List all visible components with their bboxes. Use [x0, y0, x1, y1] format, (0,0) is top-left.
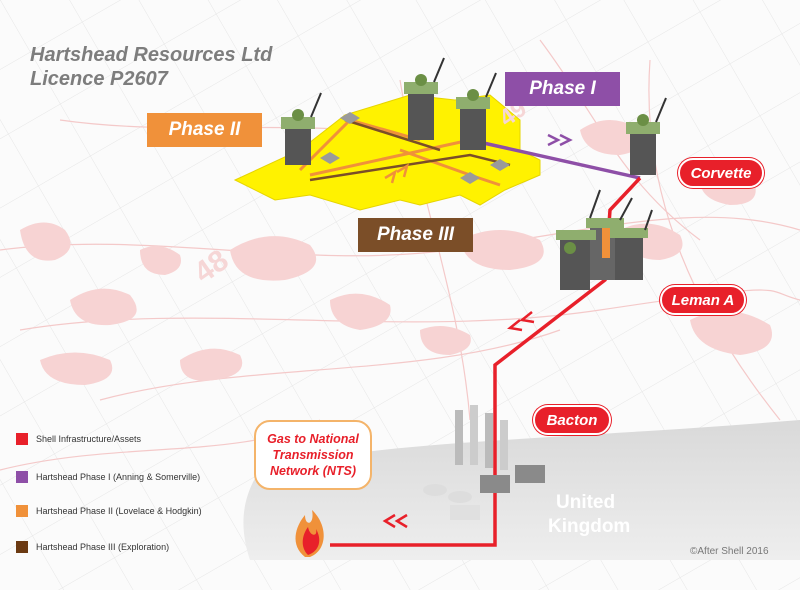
legend-swatch-shell [16, 433, 28, 445]
shell-pipeline [330, 176, 642, 547]
nts-callout: Gas to National Transmission Network (NT… [254, 420, 372, 490]
legend-label: Shell Infrastructure/Assets [36, 434, 142, 444]
phase2-flow-arrows [384, 163, 410, 184]
phase1-flow-arrows [547, 133, 573, 147]
legend-label: Hartshead Phase I (Anning & Somerville) [36, 472, 201, 482]
subsea-wellhead-icon [320, 112, 510, 184]
company-name: Hartshead Resources Ltd [30, 44, 273, 66]
leman-a-platform-complex [556, 189, 653, 290]
location-bacton: Bacton [533, 405, 611, 435]
flame-icon [295, 510, 324, 557]
offshore-platform-icon [281, 92, 322, 165]
terminal-flow-arrows [382, 513, 408, 529]
legend-item-shell: Shell Infrastructure/Assets [16, 433, 141, 445]
copyright-credit: ©After Shell 2016 [690, 546, 769, 557]
legend-label: Hartshead Phase III (Exploration) [36, 542, 170, 552]
legend-item-phase2: Hartshead Phase II (Lovelace & Hodgkin) [16, 505, 202, 517]
region-label-line2: Kingdom [548, 516, 631, 537]
gas-terminal-icon [423, 405, 545, 520]
legend-swatch-phase3 [16, 541, 28, 553]
location-corvette: Corvette [678, 158, 764, 188]
offshore-platform-icon [456, 72, 497, 150]
legend-label: Hartshead Phase II (Lovelace & Hodgkin) [36, 506, 202, 516]
shell-flow-arrows [507, 311, 535, 332]
legend-item-phase3: Hartshead Phase III (Exploration) [16, 541, 169, 553]
offshore-platform-icon [626, 97, 667, 175]
licence-number: Licence P2607 [30, 68, 168, 90]
phase3-label: Phase III [358, 218, 473, 252]
offshore-platform-icon [404, 57, 445, 140]
legend-swatch-phase1 [16, 471, 28, 483]
legend-swatch-phase2 [16, 505, 28, 517]
phase2-label: Phase II [147, 113, 262, 147]
phase1-label: Phase I [505, 72, 620, 106]
phase1-pipeline [469, 138, 641, 180]
location-leman-a: Leman A [660, 285, 746, 315]
region-label-line1: United [556, 492, 616, 513]
legend-item-phase1: Hartshead Phase I (Anning & Somerville) [16, 471, 200, 483]
uk-landmass [243, 420, 800, 560]
